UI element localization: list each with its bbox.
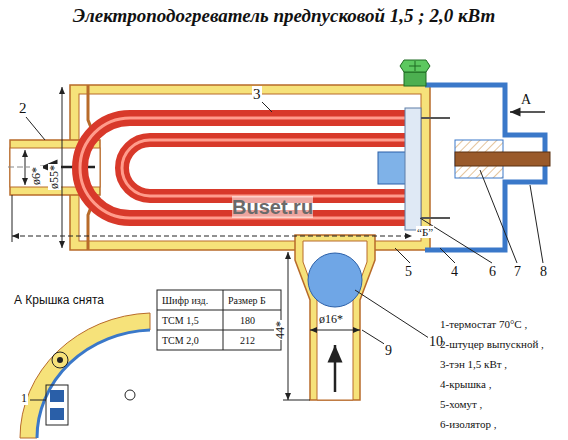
table-cell: 212 xyxy=(240,335,255,346)
note: 1-термостат 70°С , xyxy=(440,318,527,330)
callout-number: 4 xyxy=(450,264,459,279)
callout-number: 5 xyxy=(404,264,413,279)
table-cell: Размер Б xyxy=(228,295,266,306)
note: 6-изолятор , xyxy=(440,418,496,430)
watermark: Buset.ru xyxy=(232,196,313,218)
callout-number: 6 xyxy=(488,264,497,279)
dimension: ø16* xyxy=(318,313,344,326)
callout-number: 2 xyxy=(18,100,28,117)
table-cell: Шифр изд. xyxy=(162,295,208,306)
table-cell: ТСМ 2,0 xyxy=(162,335,199,346)
note: 4-крышка , xyxy=(440,378,491,390)
note: 3-тэн 1,5 кВт , xyxy=(440,358,507,370)
table-cell: 180 xyxy=(240,315,255,326)
dimension: 44* xyxy=(274,320,287,340)
callout-number: 9 xyxy=(384,343,393,358)
note: 2-штуцер выпускной , xyxy=(440,338,544,350)
title: Электроподогреватель предпусковой 1,5 ; … xyxy=(73,6,496,27)
note: 5-хомут , xyxy=(440,398,482,410)
dimension: ø6* xyxy=(30,166,43,186)
view-caption: А Крышка снята xyxy=(14,294,104,307)
callout-number: 3 xyxy=(252,86,262,103)
dimension: ø55* xyxy=(48,164,61,190)
callout-number: 1 xyxy=(20,392,28,405)
table-cell: ТСМ 1,5 xyxy=(162,315,199,326)
dimension: “Б” xyxy=(416,226,434,238)
callout-number: 8 xyxy=(539,264,548,279)
view-letter: А xyxy=(520,92,532,107)
callout-number: 7 xyxy=(513,264,522,279)
